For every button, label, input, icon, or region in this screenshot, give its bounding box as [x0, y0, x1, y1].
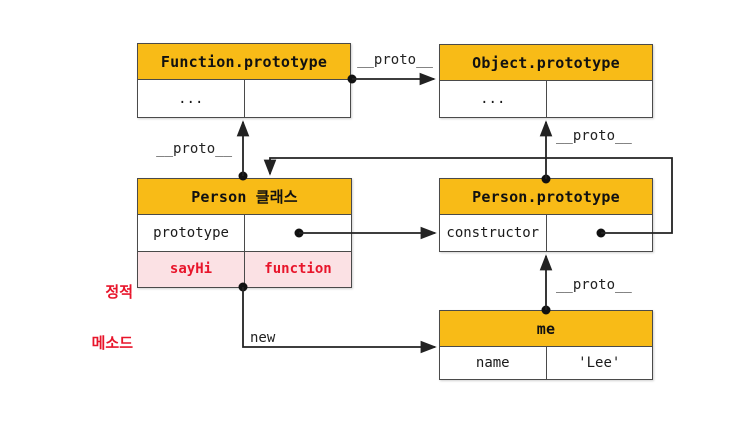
box-function-prototype-title: Function.prototype	[138, 44, 350, 80]
cell-value	[245, 215, 351, 251]
annotation-static-method-line1: 정적	[105, 283, 133, 301]
annotation-static-method-line2: 메소드	[91, 334, 133, 352]
edge-function-to-object-proto	[347, 72, 436, 86]
box-person-class: Person 클래스 prototype sayHi function	[137, 178, 352, 288]
table-row-constructor: constructor	[440, 215, 652, 251]
box-person-class-title: Person 클래스	[138, 179, 351, 215]
table-row: ...	[138, 80, 350, 117]
edge-personproto-to-objectproto	[539, 120, 553, 184]
edge-person-to-function-proto	[236, 120, 250, 181]
cell-key: name	[440, 347, 547, 379]
box-person-prototype-rows: constructor	[440, 215, 652, 251]
label-proto-person-to-function: __proto__	[156, 141, 232, 157]
table-row-prototype: prototype	[138, 215, 351, 251]
box-function-prototype-rows: ...	[138, 80, 350, 117]
cell-value	[547, 81, 653, 117]
box-person-prototype-title: Person.prototype	[440, 179, 652, 215]
box-me: me name 'Lee'	[439, 310, 653, 380]
cell-value: 'Lee'	[578, 355, 621, 371]
label-proto-personproto-to-objectproto: __proto__	[556, 128, 632, 144]
table-row-name: name 'Lee'	[440, 347, 652, 379]
label-new-edge: new	[250, 330, 276, 346]
cell-key: ...	[440, 81, 547, 117]
box-person-prototype: Person.prototype constructor	[439, 178, 653, 252]
label-proto-function-to-object: __proto__	[357, 52, 433, 68]
cell-key: prototype	[138, 215, 245, 251]
table-row: ...	[440, 81, 652, 117]
cell-value: function	[264, 261, 332, 278]
box-function-prototype: Function.prototype ...	[137, 43, 351, 118]
cell-key: sayHi	[138, 251, 245, 287]
box-object-prototype-title: Object.prototype	[440, 45, 652, 81]
table-row-static-method: sayHi function	[138, 250, 351, 287]
box-me-title: me	[440, 311, 652, 347]
cell-value	[547, 215, 653, 251]
box-person-class-rows: prototype sayHi function	[138, 215, 351, 287]
annotation-static-method: 정적 메소드	[23, 250, 133, 386]
box-me-rows: name 'Lee'	[440, 347, 652, 379]
cell-key: constructor	[440, 215, 547, 251]
box-object-prototype-rows: ...	[440, 81, 652, 117]
cell-value	[245, 80, 351, 117]
label-proto-me-to-personproto: __proto__	[556, 277, 632, 293]
cell-key: ...	[138, 80, 245, 117]
box-object-prototype: Object.prototype ...	[439, 44, 653, 118]
edge-me-to-personproto	[539, 254, 553, 315]
